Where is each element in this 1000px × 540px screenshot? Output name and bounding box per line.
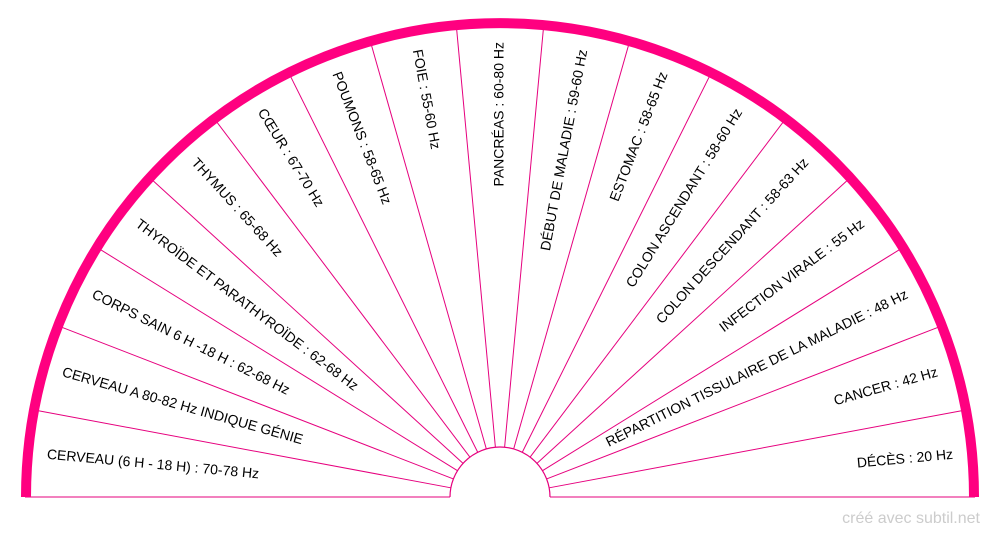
- segment-label: FOIE : 55-60 Hz: [410, 48, 444, 150]
- segment-divider: [513, 39, 631, 450]
- segment-label: CERVEAU (6 H - 18 H) : 70-78 Hz: [46, 446, 259, 482]
- segment-divider: [536, 176, 852, 464]
- segment-divider: [369, 39, 487, 450]
- segment-dividers: [25, 23, 975, 498]
- segment-divider: [95, 246, 458, 472]
- segment-divider: [504, 23, 545, 448]
- segment-divider: [148, 176, 464, 464]
- segment-label: DÉBUT DE MALADIE : 59-60 Hz: [537, 48, 590, 252]
- segment-label: POUMONS : 58-65 Hz: [329, 69, 395, 206]
- segment-label: THYMUS : 65-68 Hz: [189, 154, 287, 259]
- segment-divider: [521, 71, 713, 453]
- inner-hub-arc: [449, 446, 551, 498]
- segment-label: COLON DESCENDANT : 58-63 Hz: [653, 154, 812, 326]
- segment-divider: [549, 409, 968, 489]
- segment-divider: [32, 409, 451, 489]
- segment-label: DÉCÈS : 20 Hz: [856, 446, 954, 471]
- segment-label: CANCER : 42 Hz: [832, 364, 940, 409]
- segment-divider: [56, 324, 454, 480]
- segment-divider: [529, 117, 787, 458]
- segment-divider: [287, 71, 479, 453]
- segment-divider: [213, 117, 471, 458]
- segment-divider: [455, 23, 496, 448]
- outer-rim-arc: [21, 18, 979, 498]
- segment-divider: [546, 324, 944, 480]
- segment-label: CŒUR : 67-70 Hz: [255, 105, 328, 209]
- segment-label: PANCRÉAS : 60-80 Hz: [491, 42, 507, 186]
- credit-text: créé avec subtil.net: [842, 510, 980, 527]
- segment-divider: [542, 246, 905, 472]
